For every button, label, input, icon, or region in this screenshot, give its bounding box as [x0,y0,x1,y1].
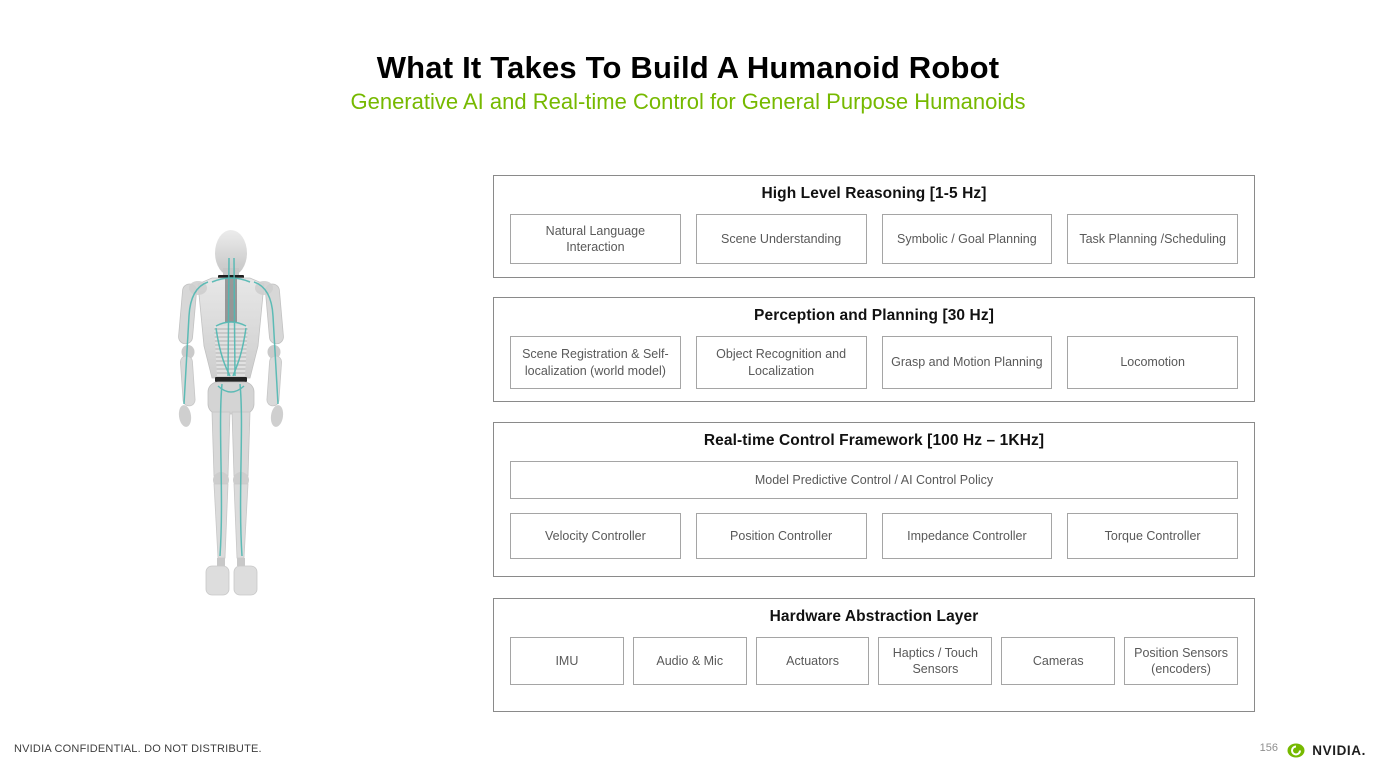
module-box: Haptics / Touch Sensors [878,637,993,685]
module-box: Torque Controller [1067,513,1238,559]
module-box: Audio & Mic [632,637,747,685]
module-box: Actuators [755,637,870,685]
module-box: Model Predictive Control / AI Control Po… [510,461,1238,499]
module-row: Velocity Controller Position Controller Im… [510,513,1238,559]
module-box: Cameras [1001,637,1116,685]
module-box: Scene Understanding [695,214,867,264]
panel-title: Hardware Abstraction Layer [769,608,979,625]
module-box: Task Planning /Scheduling [1067,214,1238,264]
slide-subtitle: Generative AI and Real-time Control for … [350,89,1026,114]
module-box: Grasp and Motion Planning [881,336,1053,389]
panel-3: Real-time Control Framework [100 Hz – 1K… [493,422,1255,577]
nvidia-logo: NVIDIA. [1286,743,1366,758]
module-box: Symbolic / Goal Planning [881,214,1053,264]
confidential-notice: NVIDIA CONFIDENTIAL. DO NOT DISTRIBUTE. [14,743,262,755]
slide-title: What It Takes To Build A Humanoid Robot [376,50,1000,85]
humanoid-robot-figure [178,230,284,596]
module-box: Velocity Controller [510,513,681,559]
panel-title: High Level Reasoning [1-5 Hz] [761,185,987,202]
module-box: IMU [510,637,624,685]
panel-title: Perception and Planning [30 Hz] [754,307,994,324]
module-box: Position Controller [695,513,867,559]
module-box: Object Recognition and Localization [695,336,867,389]
panel-2: Perception and Planning [30 Hz] Scene Reg… [493,297,1255,402]
module-box: Natural Language Interaction [510,214,681,264]
module-box: Position Sensors (encoders) [1124,637,1238,685]
module-row: Scene Registration & Self-localization (… [510,336,1238,389]
panel-1: High Level Reasoning [1-5 Hz] Natural Lan… [493,175,1255,278]
module-box: Impedance Controller [881,513,1053,559]
module-box: Locomotion [1067,336,1238,389]
page-number: 156 [1259,742,1278,754]
module-row: Natural Language Interaction Scene Unders… [510,214,1238,264]
nvidia-eye-logo [1287,743,1305,758]
module-row: Model Predictive Control / AI Control Po… [510,461,1238,499]
panel-title: Real-time Control Framework [100 Hz – 1K… [703,432,1045,449]
module-box: Scene Registration & Self-localization (… [510,336,681,389]
nvidia-wordmark: NVIDIA. [1312,743,1366,758]
architecture-stack: High Level Reasoning [1-5 Hz] Natural Lan… [493,175,1255,712]
